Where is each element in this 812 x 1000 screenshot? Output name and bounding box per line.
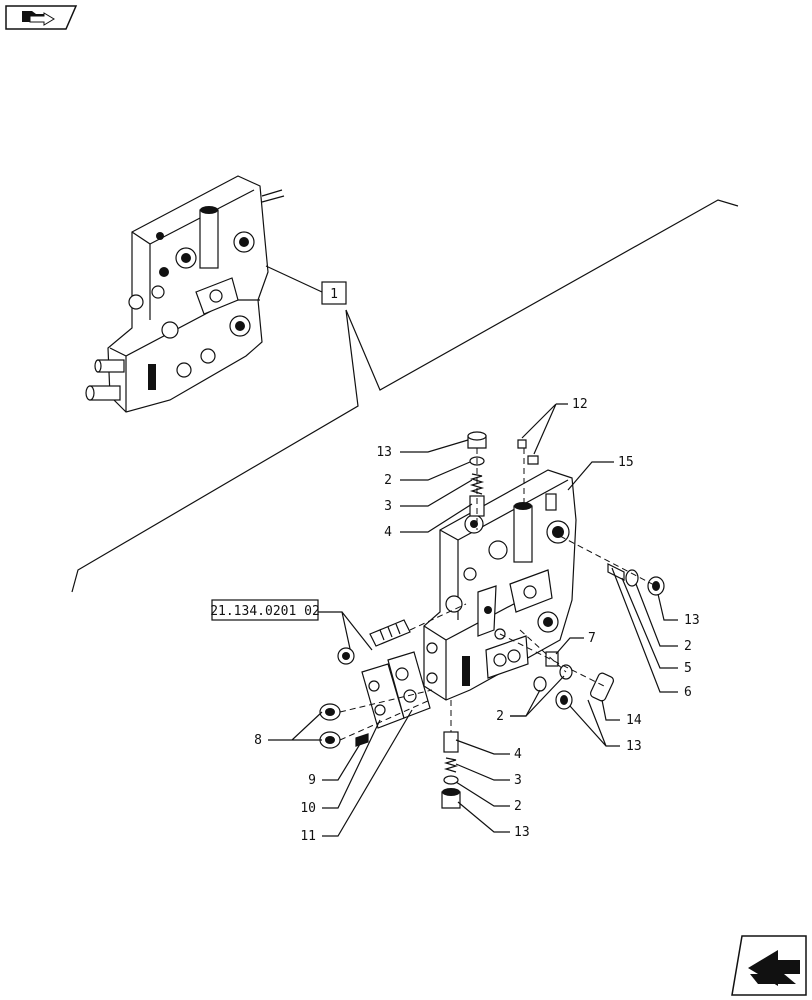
callout-label: 15 xyxy=(618,455,634,470)
callout-labels: 13 2 3 4 12 15 13 2 5 6 7 2 14 13 4 3 2 … xyxy=(254,397,699,844)
callout-label: 3 xyxy=(384,499,392,514)
assembly-path-lines xyxy=(339,448,657,741)
callout-label: 7 xyxy=(588,631,596,646)
exploded-components xyxy=(319,431,665,809)
callout-label: 13 xyxy=(684,613,700,628)
callout-label: 4 xyxy=(514,747,522,762)
callout-label: 14 xyxy=(626,713,642,728)
cross-ref-label: 21.134.0201 02 xyxy=(210,604,320,619)
callout-label: 6 xyxy=(684,685,692,700)
callout-label: 13 xyxy=(626,739,642,754)
folder-arrow-icon[interactable] xyxy=(5,5,78,30)
callout-label: 4 xyxy=(384,525,392,540)
callout-label: 2 xyxy=(384,473,392,488)
callout-label: 8 xyxy=(254,733,262,748)
cross-ref-callout[interactable]: 21.134.0201 02 xyxy=(210,599,320,621)
callout-label: 2 xyxy=(496,709,504,724)
callout-label: 10 xyxy=(300,801,316,816)
assembly-ref-label: 1 xyxy=(330,287,338,302)
callout-label: 2 xyxy=(684,639,692,654)
assembly-callout-lines xyxy=(71,199,739,593)
callout-label: 13 xyxy=(376,445,392,460)
next-page-arrow-icon[interactable] xyxy=(731,935,807,996)
cross-ref-leader xyxy=(318,611,373,659)
callout-label: 11 xyxy=(300,829,316,844)
callout-leaders xyxy=(268,403,678,837)
callout-label: 3 xyxy=(514,773,522,788)
callout-label: 9 xyxy=(308,773,316,788)
callout-label: 2 xyxy=(514,799,522,814)
assembly-ref-callout[interactable]: 1 xyxy=(321,281,347,305)
valve-assembly-overview xyxy=(85,175,285,413)
callout-label: 12 xyxy=(572,397,588,412)
callout-label: 5 xyxy=(684,661,692,676)
callout-label: 13 xyxy=(514,825,530,840)
valve-section-body xyxy=(423,469,577,701)
